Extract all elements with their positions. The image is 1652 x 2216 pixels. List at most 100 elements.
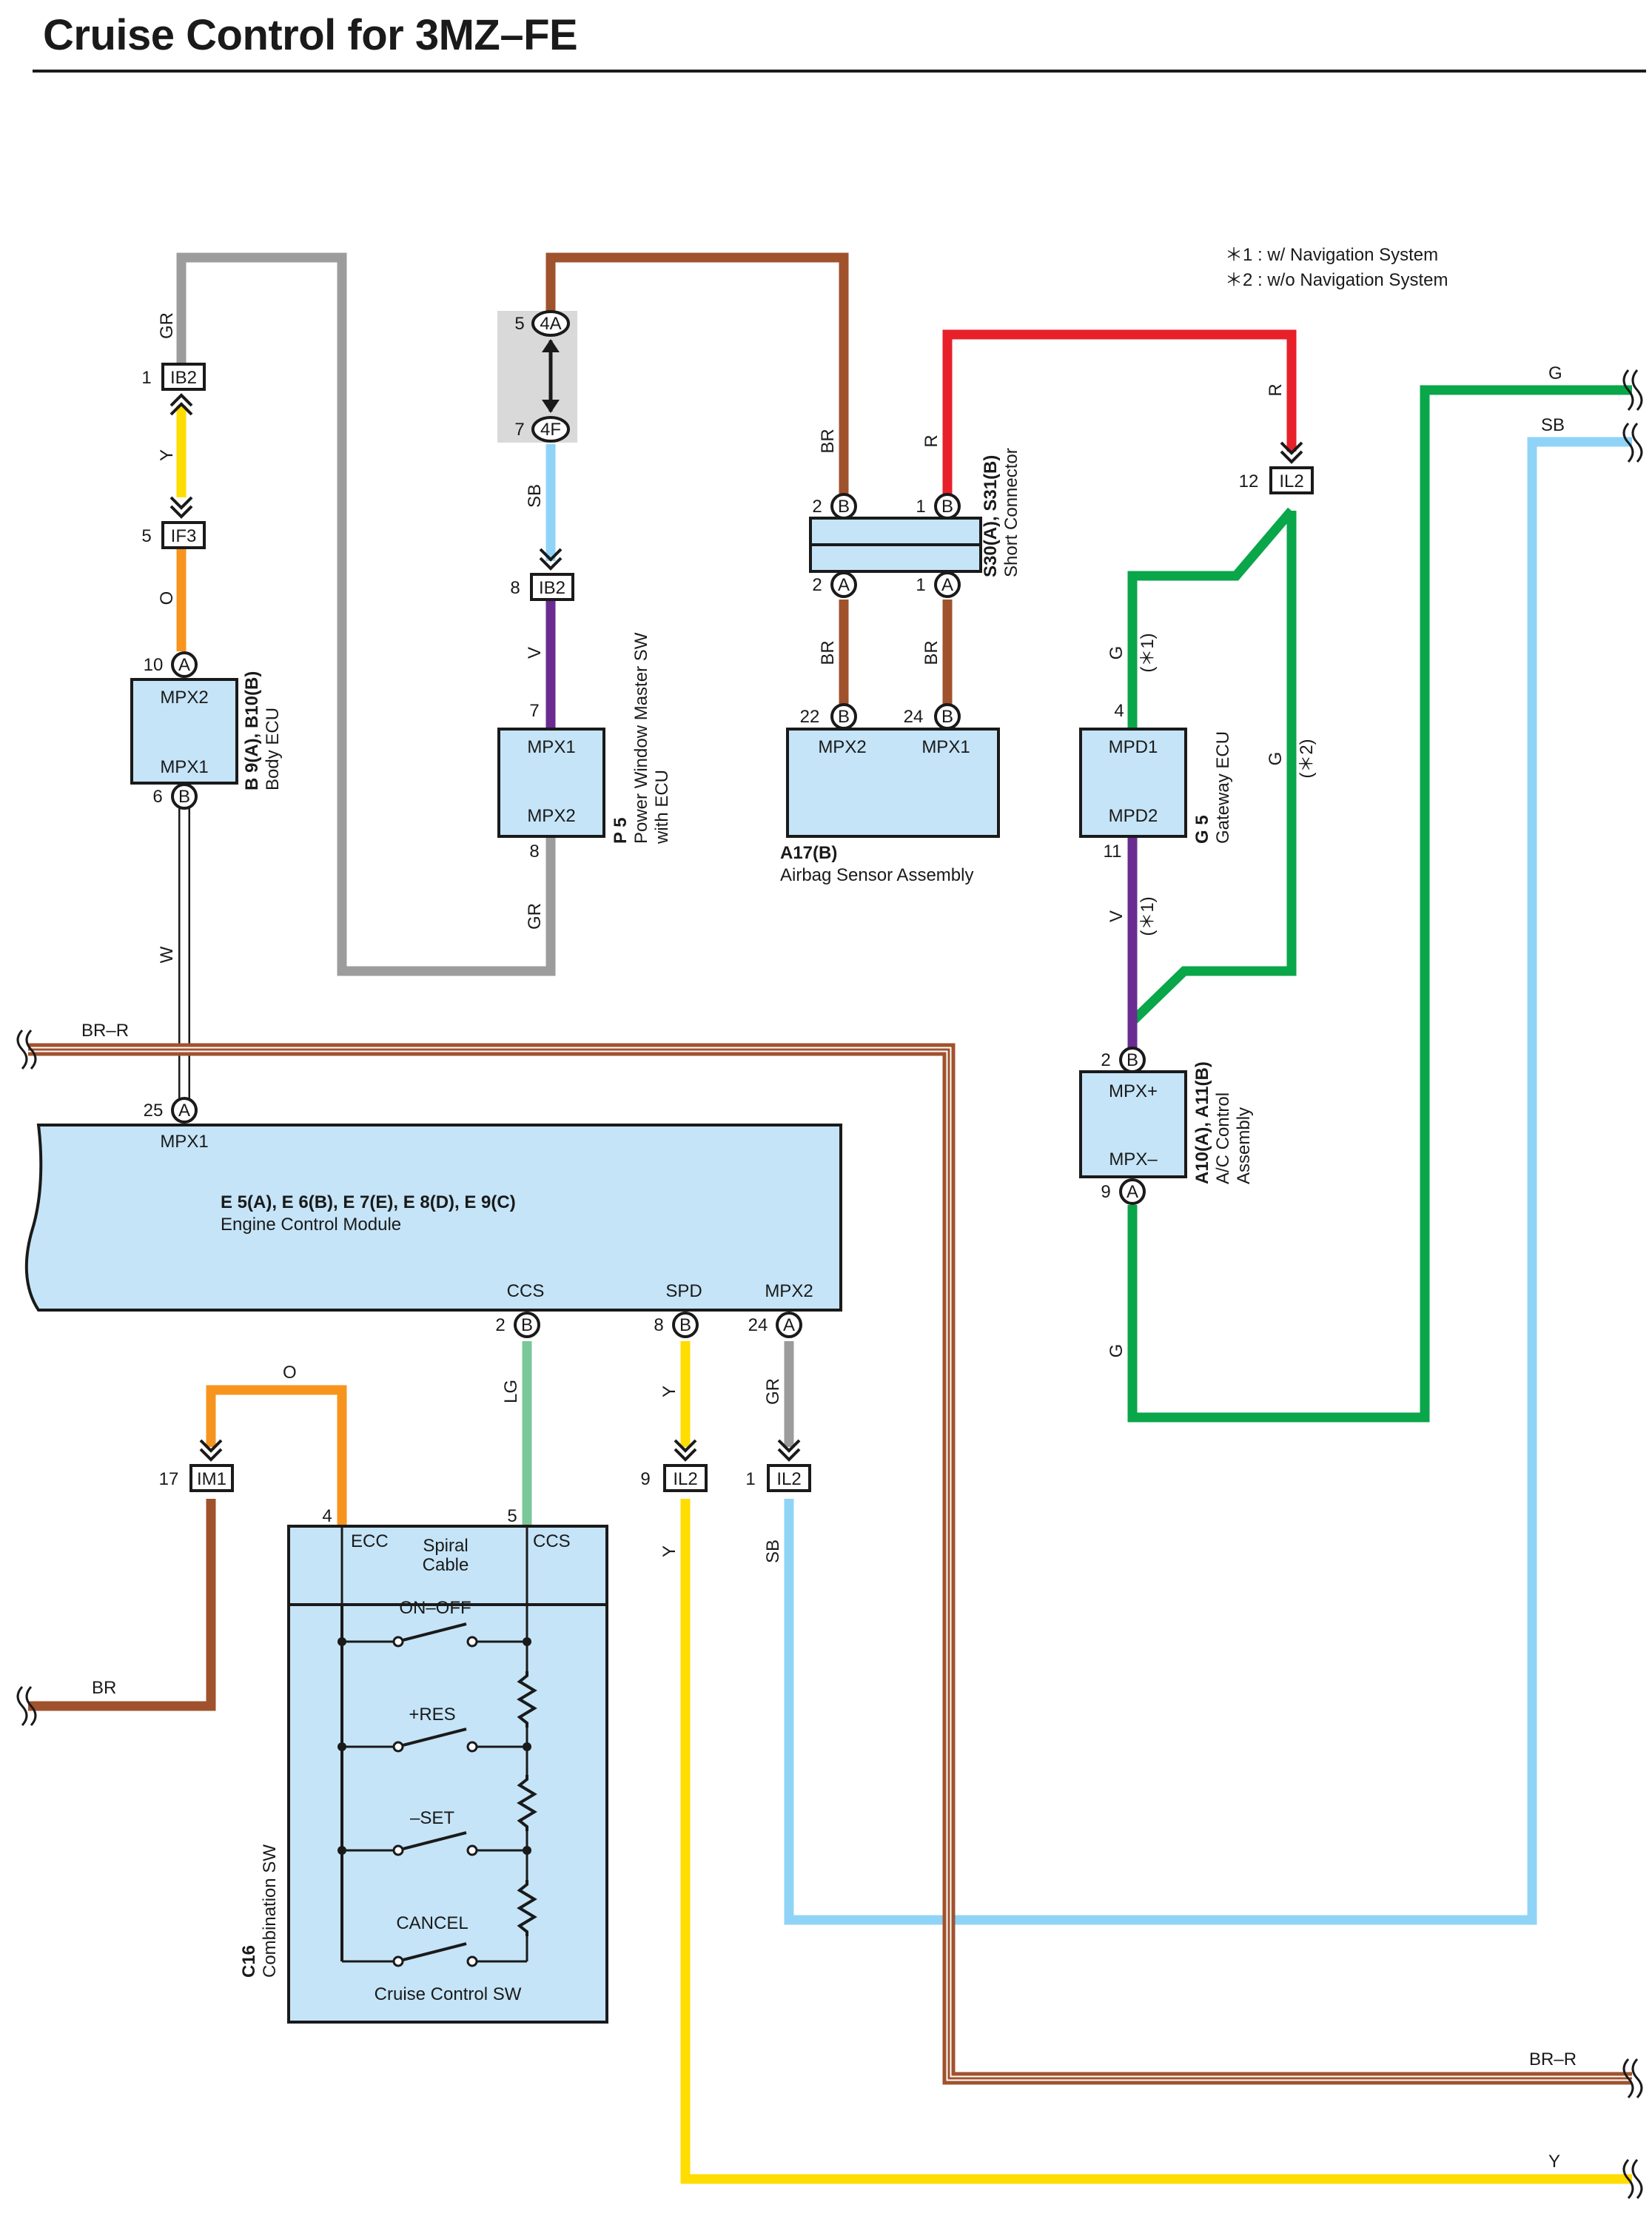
- pin-number: 9: [640, 1469, 650, 1489]
- component-name-2: Assembly: [1234, 1107, 1254, 1184]
- pin-number: 7: [514, 420, 524, 440]
- pin-number: 2: [812, 575, 822, 595]
- note-2: ＊2 : w/o Navigation System: [1225, 270, 1448, 290]
- connector-il2-mpx2: IL2 1: [745, 1439, 811, 1492]
- label-br3: BR: [921, 640, 941, 665]
- pin-number: 1: [916, 497, 925, 517]
- break-mark-g-right: [1622, 369, 1634, 412]
- label-w1: W: [157, 946, 177, 963]
- wire-br-top: [545, 252, 849, 496]
- label-sb-right: SB: [1541, 415, 1565, 435]
- pin-number: 1: [916, 575, 925, 595]
- pin-number: 5: [514, 314, 524, 334]
- component-name: Body ECU: [263, 708, 283, 790]
- chevron-icon: [777, 1439, 801, 1462]
- ccs-label: CCS: [533, 1531, 571, 1551]
- switch-cancel: CANCEL: [342, 1913, 527, 1967]
- pin-number: 4: [1114, 701, 1124, 721]
- airbag-sensor: MPX2 MPX1 B 22 B 24 A17(B) Airbag Sensor…: [780, 703, 1000, 885]
- switch-label: +RES: [409, 1705, 455, 1725]
- pin-label: MPX2: [765, 1281, 813, 1301]
- pin-number: 5: [507, 1506, 517, 1526]
- pin-number: 8: [529, 842, 539, 862]
- pin-label: MPX1: [160, 757, 208, 777]
- pin-label: MPX2: [818, 737, 866, 757]
- pin-number: 11: [1104, 842, 1122, 862]
- wire-gr-loop: [176, 252, 556, 976]
- pin-label: MPX1: [160, 1132, 208, 1152]
- label-sb1: SB: [525, 484, 545, 508]
- label-gr1: GR: [157, 312, 177, 339]
- component-code: A10(A), A11(B): [1192, 1061, 1212, 1184]
- pin-number: 12: [1239, 471, 1259, 491]
- label-o2: O: [283, 1363, 297, 1383]
- chevron-icon: [1280, 441, 1303, 464]
- break-mark-y-bottom: [1622, 2158, 1634, 2200]
- label-br2: BR: [818, 640, 838, 665]
- break-mark-g-right-2: [1631, 369, 1643, 412]
- cable-label: Cable: [423, 1555, 469, 1575]
- wire-labels: GR Y O W SB V GR BR R BR BR R G (＊1) G (…: [81, 312, 1577, 2172]
- pin-label: SPD: [665, 1281, 702, 1301]
- label-v2-mark: (＊1): [1138, 896, 1158, 936]
- connector-label: IM1: [197, 1469, 226, 1489]
- junction-dots: [338, 1637, 531, 1855]
- label-gr3: GR: [763, 1378, 783, 1405]
- wire-g-star1: [1127, 507, 1295, 729]
- break-mark-brr-left-2: [16, 1029, 28, 1070]
- pin-number: 24: [904, 707, 924, 727]
- break-mark-brr-right: [1622, 2058, 1634, 2099]
- label-g-right: G: [1548, 363, 1562, 383]
- component-name: Engine Control Module: [221, 1215, 401, 1235]
- wire-brr-center: [28, 1048, 1632, 2080]
- label-g1: G: [1107, 646, 1126, 660]
- gateway-ecu: MPD1 MPD2 4 11 G 5 Gateway ECU: [1079, 701, 1233, 862]
- pin-letter: B: [838, 497, 850, 517]
- label-y-bottom: Y: [1548, 2152, 1560, 2172]
- connector-il2-spd: IL2 9: [640, 1439, 708, 1492]
- pin-number: 5: [141, 526, 151, 546]
- pin-letter: B: [941, 497, 953, 517]
- component-name-2: with ECU: [652, 770, 672, 845]
- connector-if3: IF3 5: [141, 496, 206, 549]
- switch-res: +RES: [342, 1705, 527, 1753]
- component-name: A/C Control: [1213, 1092, 1233, 1184]
- junction-4f-label: 4F: [540, 420, 561, 440]
- pin-number: 8: [510, 578, 520, 598]
- component-code: A17(B): [780, 843, 837, 863]
- label-r1: R: [921, 434, 941, 447]
- pin-letter: A: [178, 1101, 190, 1121]
- component-code: B 9(A), B10(B): [242, 671, 262, 790]
- arrow-down-icon: [542, 400, 560, 413]
- break-mark-y-bottom-2: [1631, 2158, 1643, 2200]
- label-v2: V: [1107, 910, 1126, 922]
- chevron-icon: [539, 548, 563, 571]
- pin-letter: A: [178, 655, 190, 675]
- engine-control-module: A 25 MPX1 E 5(A), E 6(B), E 7(E), E 8(D)…: [24, 1097, 842, 1338]
- title-rule: [33, 70, 1646, 73]
- wire-sb-right: [784, 437, 1632, 1925]
- connector-il2-top: IL2 12: [1239, 441, 1314, 494]
- label-g3: G: [1107, 1344, 1126, 1358]
- label-y1: Y: [157, 449, 177, 461]
- short-connector: B 2 B 1 A 2 A 1 S30(A), S31(B) Short Con…: [809, 448, 1021, 598]
- connector-label: IB2: [539, 578, 565, 598]
- pin-label: MPD2: [1109, 806, 1158, 826]
- pin-number: 9: [1101, 1182, 1110, 1202]
- pin-number: 1: [141, 368, 151, 388]
- pin-label: MPX1: [527, 737, 575, 757]
- pin-number: 2: [812, 497, 822, 517]
- label-r2: R: [1266, 383, 1286, 396]
- label-y2: Y: [659, 1386, 679, 1397]
- power-window-switch: MPX1 MPX2 7 8 P 5 Power Window Master SW…: [497, 632, 672, 862]
- label-br1: BR: [818, 429, 838, 453]
- resistor-icons: [517, 1671, 537, 1936]
- pin-number: 6: [152, 787, 162, 807]
- pin-letter: A: [1126, 1182, 1138, 1202]
- page-title: Cruise Control for 3MZ–FE: [43, 11, 578, 59]
- note-1: ＊1 : w/ Navigation System: [1225, 245, 1438, 265]
- label-brr-left: BR–R: [81, 1021, 129, 1041]
- pin-number: 24: [748, 1315, 768, 1335]
- label-g2-mark: (＊2): [1297, 739, 1317, 778]
- label-o1: O: [157, 591, 177, 605]
